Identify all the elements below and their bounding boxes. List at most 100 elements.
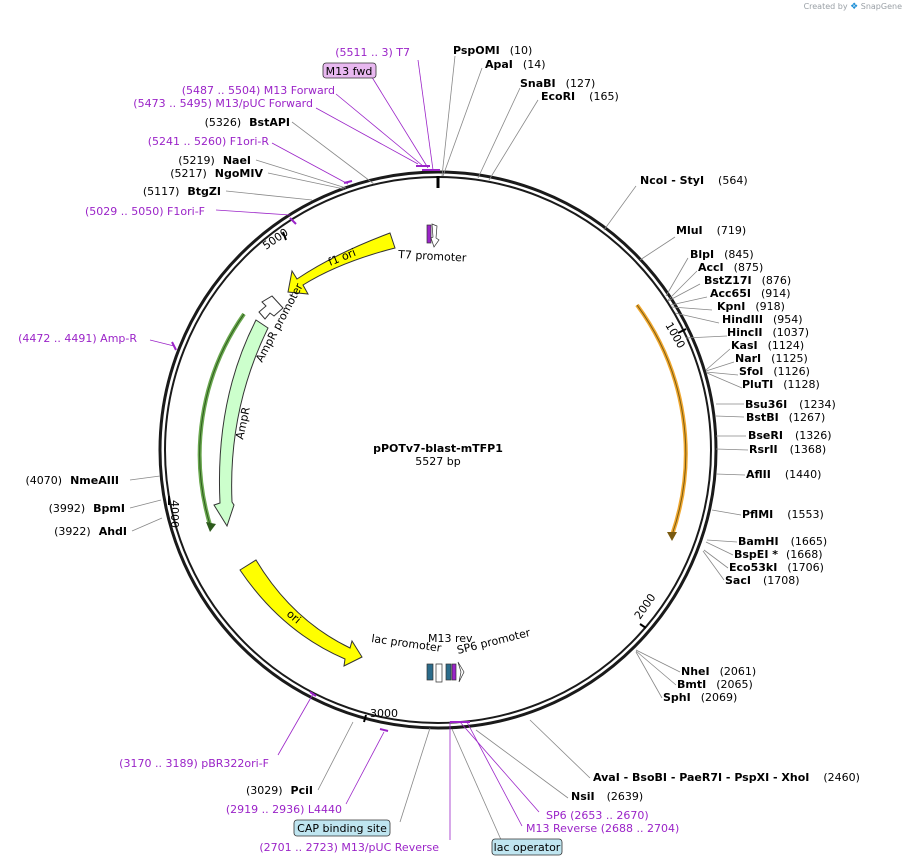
plasmid-name: pPOTv7-blast-mTFP1 xyxy=(373,442,503,455)
site-name-SnaBI[interactable]: SnaBI xyxy=(520,77,556,90)
svg-text:KpnI(918): KpnI(918) xyxy=(717,300,785,313)
site-name-SacI[interactable]: SacI xyxy=(725,574,751,587)
svg-text:NarI(1125): NarI(1125) xyxy=(735,352,808,365)
feature-t7-primer-block[interactable] xyxy=(426,224,432,244)
site-name-PciI[interactable]: PciI xyxy=(291,784,313,797)
svg-text:NsiI(2639): NsiI(2639) xyxy=(571,790,643,803)
site-name-NsiI[interactable]: NsiI xyxy=(571,790,595,803)
site-pos-SnaBI: (127) xyxy=(566,77,596,90)
primer-m13-puc-reverse[interactable]: (2701 .. 2723) M13/pUC Reverse xyxy=(259,841,439,854)
site-name-ApaI[interactable]: ApaI xyxy=(485,58,513,71)
svg-text:NcoI - StyI(564): NcoI - StyI(564) xyxy=(640,174,748,187)
site-name-BlpI[interactable]: BlpI xyxy=(690,248,714,261)
site-name-BmtI[interactable]: BmtI xyxy=(677,678,706,691)
svg-text:(5326)BstAPI: (5326) BstAPI xyxy=(205,116,290,129)
site-pos-BmtI: (2065) xyxy=(716,678,753,691)
site-name-BtgZI[interactable]: BtgZI xyxy=(187,185,221,198)
site-labels-left: (5326)BstAPI (5219)NaeI (5217)NgoMIV (51… xyxy=(26,116,314,797)
site-name-NgoMIV[interactable]: NgoMIV xyxy=(215,167,264,180)
cap-binding-site-box[interactable] xyxy=(293,819,391,837)
site-name-Eco53kI[interactable]: Eco53kI xyxy=(729,561,777,574)
svg-text:BseRI(1326): BseRI (1326) xyxy=(748,429,832,442)
site-name-SphI[interactable]: SphI xyxy=(663,691,691,704)
feature-m13rev-block[interactable] xyxy=(451,663,457,681)
site-pos-EcoRI: (165) xyxy=(589,90,619,103)
feature-ampr-promoter[interactable] xyxy=(258,295,284,320)
site-name-NarI[interactable]: NarI xyxy=(735,352,761,365)
primer-m13-puc-forward[interactable]: (5473 .. 5495) M13/pUC Forward xyxy=(133,97,313,110)
feature-lac-operator[interactable] xyxy=(445,663,452,681)
site-pos-HincII: (1037) xyxy=(773,326,810,339)
feature-t7-promoter[interactable] xyxy=(430,223,440,248)
feature-ampr[interactable] xyxy=(213,319,269,528)
site-name-NaeI[interactable]: NaeI xyxy=(223,154,251,167)
site-name-NmeAIII[interactable]: NmeAIII xyxy=(70,474,119,487)
site-name-BstAPI[interactable]: BstAPI xyxy=(249,116,290,129)
lac-operator-label: lac operator xyxy=(494,841,561,854)
primer-m13-fwd[interactable]: M13 fwd xyxy=(326,65,373,78)
site-pos-BstBI: (1267) xyxy=(789,411,826,424)
tick-5000 xyxy=(282,231,287,241)
lac-operator-box[interactable] xyxy=(491,838,563,856)
primer-amp-r[interactable]: (4472 .. 4491) Amp-R xyxy=(18,332,137,345)
feature-cap-site[interactable] xyxy=(426,663,434,681)
site-name-BstZ17I[interactable]: BstZ17I xyxy=(704,274,752,287)
site-name-BseRI[interactable]: BseRI xyxy=(748,429,783,442)
site-name-Acc65I[interactable]: Acc65I xyxy=(710,287,751,300)
primer-l4440[interactable]: (2919 .. 2936) L4440 xyxy=(226,803,342,816)
primer-t7[interactable]: (5511 .. 3) T7 xyxy=(335,46,410,59)
site-name-BamHI[interactable]: BamHI xyxy=(738,535,779,548)
site-name-NcoI-StyI[interactable]: NcoI - StyI xyxy=(640,174,704,187)
site-name-MluI[interactable]: MluI xyxy=(676,224,703,237)
site-name-PluTI[interactable]: PluTI xyxy=(742,378,773,391)
site-name-BspEI[interactable]: BspEI * xyxy=(734,548,778,561)
primer-m13-reverse[interactable]: M13 Reverse (2688 .. 2704) xyxy=(526,822,679,835)
site-pos-AhdI: (3922) xyxy=(54,525,91,538)
site-name-AvaI-group[interactable]: AvaI - BsoBI - PaeR7I - PspXI - XhoI xyxy=(593,771,809,784)
primer-f1ori-f[interactable]: (5029 .. 5050) F1ori-F xyxy=(85,205,205,218)
site-name-AflII[interactable]: AflII xyxy=(746,468,771,481)
feature-f1-ori[interactable] xyxy=(287,232,396,295)
site-name-HindIII[interactable]: HindIII xyxy=(722,313,763,326)
site-name-BstBI[interactable]: BstBI xyxy=(746,411,779,424)
svg-text:BstZ17I(876): BstZ17I(876) xyxy=(704,274,791,287)
primer-sp6[interactable]: SP6 (2653 .. 2670) xyxy=(546,809,649,822)
feature-lac-promoter[interactable] xyxy=(435,663,443,683)
primer-f1ori-r[interactable]: (5241 .. 5260) F1ori-R xyxy=(148,135,270,148)
primer-markers xyxy=(171,165,470,732)
tick-label-4000: 4000 xyxy=(168,500,181,528)
site-name-BpmI[interactable]: BpmI xyxy=(93,502,125,515)
orf-arc-orange-core xyxy=(636,304,687,536)
site-name-EcoRI[interactable]: EcoRI xyxy=(541,90,575,103)
site-pos-Acc65I: (914) xyxy=(761,287,791,300)
site-name-AhdI[interactable]: AhdI xyxy=(99,525,127,538)
site-name-KpnI[interactable]: KpnI xyxy=(717,300,745,313)
site-name-RsrII[interactable]: RsrII xyxy=(749,443,778,456)
site-name-PspOMI[interactable]: PspOMI xyxy=(453,44,500,57)
site-pos-PciI: (3029) xyxy=(246,784,283,797)
site-pos-AflII: (1440) xyxy=(785,468,822,481)
feature-sp6-promoter[interactable] xyxy=(457,661,465,683)
primer-pbr322ori-f[interactable]: (3170 .. 3189) pBR322ori-F xyxy=(119,757,269,770)
primer-m13-forward[interactable]: (5487 .. 5504) M13 Forward xyxy=(182,84,335,97)
site-pos-AvaI-group: (2460) xyxy=(823,771,860,784)
credit-brand: SnapGene xyxy=(860,2,902,11)
site-pos-BseRI: (1326) xyxy=(795,429,832,442)
svg-text:(5219)NaeI: (5219)NaeI xyxy=(178,154,251,167)
site-name-AccI[interactable]: AccI xyxy=(698,261,724,274)
site-name-PflMI[interactable]: PflMI xyxy=(742,508,773,521)
site-pos-PflMI: (1553) xyxy=(787,508,824,521)
site-name-Bsu36I[interactable]: Bsu36I xyxy=(745,398,787,411)
tick-3000 xyxy=(363,714,367,723)
m13-fwd-box[interactable] xyxy=(322,62,377,79)
site-name-SfoI[interactable]: SfoI xyxy=(739,365,763,378)
backbone-outer xyxy=(158,170,718,730)
site-name-NheI[interactable]: NheI xyxy=(681,665,710,678)
site-name-HincII[interactable]: HincII xyxy=(727,326,763,339)
svg-text:(5217)NgoMIV: (5217)NgoMIV xyxy=(170,167,263,180)
feature-ori[interactable] xyxy=(239,559,363,667)
tick-label-1000: 1000 xyxy=(662,320,687,351)
site-name-KasI[interactable]: KasI xyxy=(731,339,758,352)
svg-text:SacI(1708): SacI(1708) xyxy=(725,574,800,587)
site-pos-BstAPI: (5326) xyxy=(205,116,242,129)
